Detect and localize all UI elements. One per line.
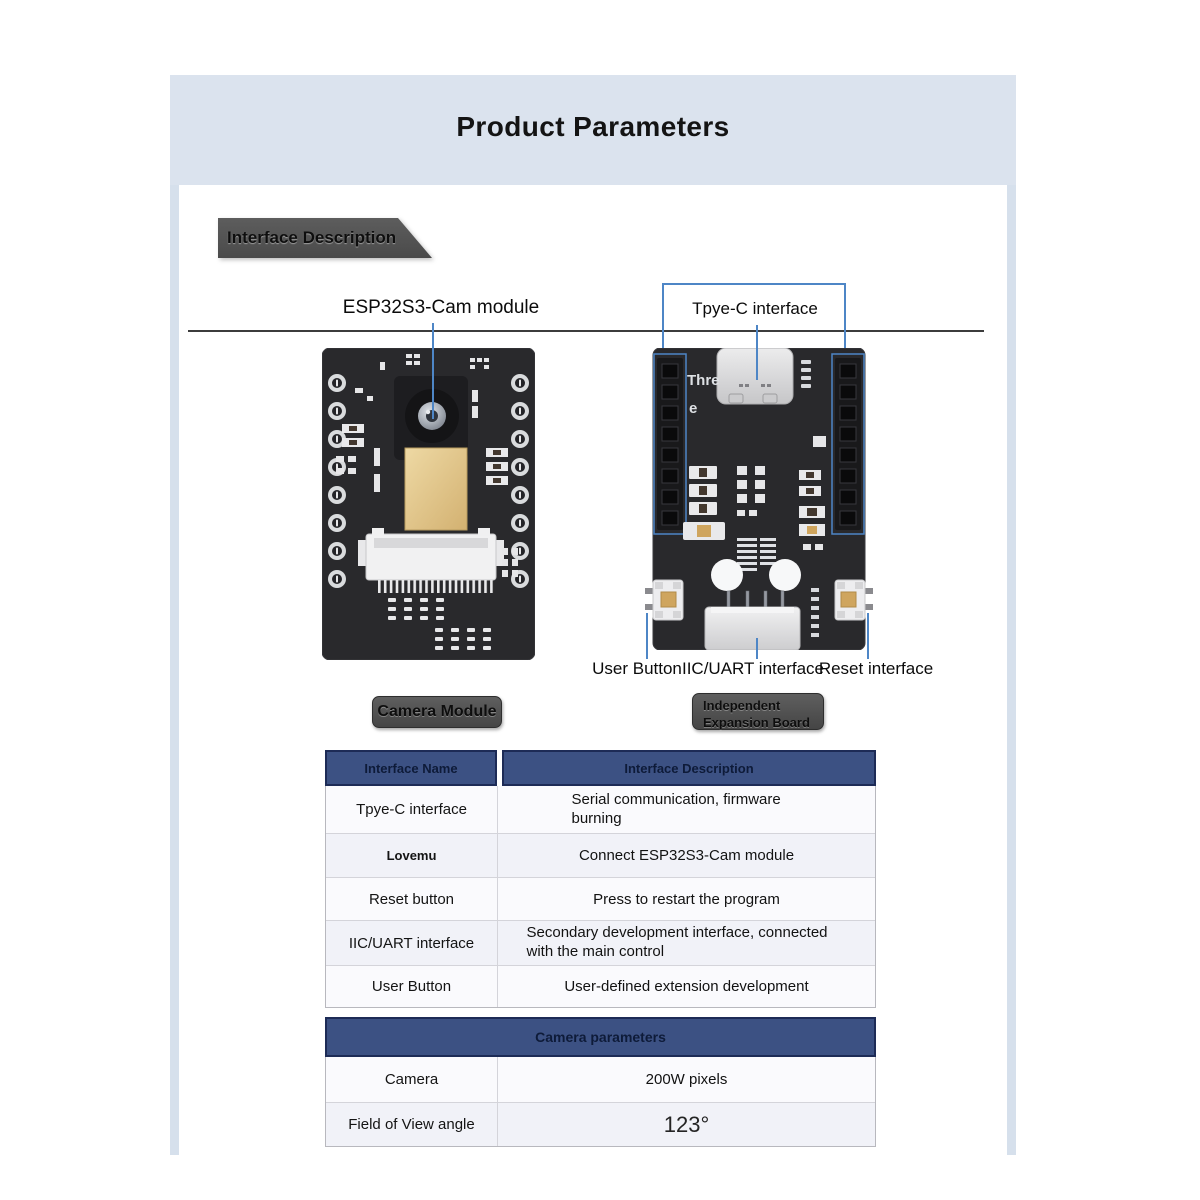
camera-callout-line	[432, 323, 434, 419]
iic-uart-pointer-line	[756, 638, 758, 659]
expansion-board-silk-text-2: e	[689, 400, 697, 417]
table-row: User Button User-defined extension devel…	[326, 965, 875, 1007]
expansion-board-silk-text-1: Thre	[687, 372, 720, 389]
top-band	[170, 75, 1016, 185]
cell-interface-name: Reset button	[326, 878, 498, 920]
cell-parameter-value: 200W pixels	[645, 1071, 728, 1088]
typec-bracket-left	[662, 283, 664, 357]
reset-interface-callout: Reset interface	[818, 659, 934, 678]
cell-interface-name: IIC/UART interface	[326, 921, 498, 965]
cell-interface-name: Tpye-C interface	[326, 786, 498, 833]
cell-interface-name: Lovemu	[326, 834, 498, 877]
header-interface-name: Interface Name	[325, 750, 497, 786]
camera-module-caption: Camera Module	[377, 703, 497, 720]
camera-module-board-graphic	[322, 348, 535, 660]
typec-callout: Tpye-C interface	[692, 299, 818, 318]
cell-interface-description: User-defined extension development	[564, 978, 809, 995]
section-divider-line	[188, 330, 984, 332]
card-left-border	[170, 185, 179, 1155]
table-row: Field of View angle 123°	[326, 1102, 875, 1146]
cell-parameter-name: Camera	[326, 1057, 498, 1102]
cell-interface-name: User Button	[326, 966, 498, 1007]
user-button-callout: User Button	[592, 659, 682, 678]
typec-bracket-top	[662, 283, 846, 285]
camera-parameters-header: Camera parameters	[325, 1017, 876, 1057]
cell-interface-description: Connect ESP32S3-Cam module	[578, 847, 795, 864]
user-button-pointer-line	[646, 613, 648, 659]
expansion-board-graphic: Thre e	[645, 348, 873, 650]
interface-table: Interface Name Interface Description Tpy…	[325, 750, 876, 1147]
card-right-border	[1007, 185, 1016, 1155]
reset-pointer-line	[867, 613, 869, 659]
camera-parameters-body: Camera 200W pixels Field of View angle 1…	[325, 1057, 876, 1147]
expansion-board-caption-badge: Independent Expansion Board	[692, 693, 824, 730]
cell-parameter-value: 123°	[663, 1111, 710, 1137]
table-row: Camera 200W pixels	[326, 1057, 875, 1102]
section-ribbon-label: Interface Description	[227, 228, 397, 247]
page-title: Product Parameters	[456, 111, 730, 142]
product-parameters-card: Product Parameters Interface Description…	[170, 75, 1016, 1155]
section-ribbon: Interface Description	[218, 218, 432, 258]
table-row: IIC/UART interface Secondary development…	[326, 920, 875, 965]
cell-parameter-name: Field of View angle	[326, 1103, 498, 1146]
typec-bracket-right	[844, 283, 846, 357]
table-row: Tpye-C interface Serial communication, f…	[326, 786, 875, 833]
interface-table-body: Tpye-C interface Serial communication, f…	[325, 786, 876, 1008]
header-interface-description: Interface Description	[502, 750, 876, 786]
table-row: Reset button Press to restart the progra…	[326, 877, 875, 920]
interface-table-header-row: Interface Name Interface Description	[325, 750, 876, 786]
camera-module-caption-badge: Camera Module	[372, 696, 502, 728]
typec-pointer-line	[756, 325, 758, 380]
cell-interface-description: Serial communication, firmware burning	[571, 790, 781, 827]
iic-uart-callout: IIC/UART interface	[681, 659, 825, 678]
expansion-board-caption-line1: Independent	[703, 698, 781, 713]
cell-interface-description: Secondary development interface, connect…	[526, 924, 828, 960]
camera-board-callout: ESP32S3-Cam module	[342, 297, 540, 318]
expansion-board-caption-line2: Expansion Board	[703, 714, 810, 730]
table-row: Lovemu Connect ESP32S3-Cam module	[326, 833, 875, 877]
cell-interface-description: Press to restart the program	[593, 890, 780, 908]
